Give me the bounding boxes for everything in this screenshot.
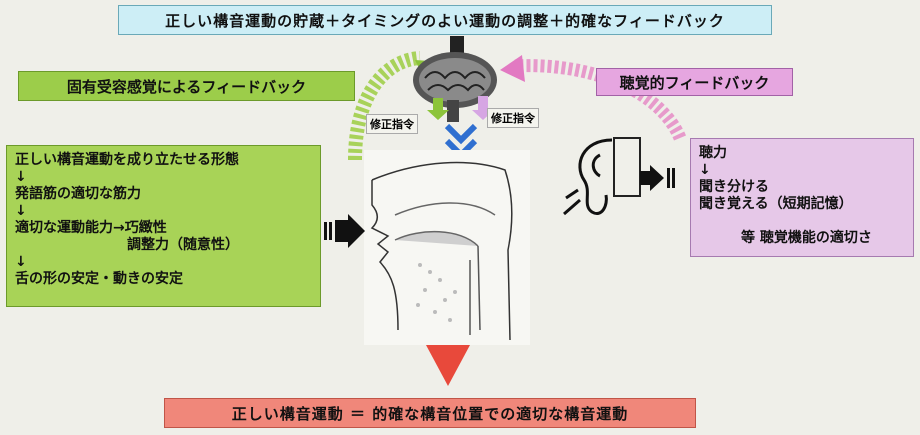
arrow-down-text: ↓	[15, 203, 27, 219]
condition-line: 適切な運動能力→巧緻性	[15, 220, 167, 236]
condition-line: 発語筋の適切な筋力	[15, 186, 141, 202]
hearing-line: 聞き分ける	[699, 179, 769, 195]
arrow-down-text: ↓	[15, 169, 27, 185]
articulation-conditions-box: 正しい構音運動を成り立たせる形態 ↓ 発語筋の適切な筋力 ↓ 適切な運動能力→巧…	[6, 145, 321, 307]
auditory-feedback-label: 聴覚的フィードバック	[596, 68, 793, 96]
hearing-line: 聴力	[699, 145, 727, 161]
brain-icon	[413, 36, 497, 122]
hearing-conditions-box: 聴力 ↓ 聞き分ける 聞き覚える（短期記憶） 等 聴覚機能の適切さ	[690, 138, 914, 257]
hearing-line: 聞き覚える（短期記憶）	[699, 196, 853, 212]
condition-line: 正しい構音運動を成り立たせる形態	[15, 152, 239, 168]
correction-command-right: 修正指令	[487, 108, 539, 128]
texture-dots	[416, 263, 457, 322]
vocal-tract-illustration	[364, 150, 530, 345]
conclusion-banner: 正しい構音運動 ＝ 的確な構音位置での適切な構音運動	[164, 398, 696, 428]
page-title: 正しい構音運動の貯蔵＋タイミングのよい運動の調整＋的確なフィードバック	[118, 5, 772, 35]
condition-line: 調整力（随意性）	[15, 237, 239, 253]
correction-command-left: 修正指令	[366, 114, 418, 134]
arrow-down-text: ↓	[699, 162, 711, 178]
arrow-down-text: ↓	[15, 254, 27, 270]
ear-icon	[563, 137, 641, 216]
hearing-line: 等 聴覚機能の適切さ	[699, 230, 872, 246]
right-input-arrow	[640, 165, 675, 191]
pink-arrowhead	[500, 55, 525, 82]
left-input-arrow	[324, 214, 365, 248]
green-down-arrow	[427, 98, 449, 120]
red-down-arrow	[426, 345, 470, 386]
proprioceptive-feedback-label: 固有受容感覚によるフィードバック	[18, 71, 355, 101]
condition-line: 舌の形の安定・動きの安定	[15, 271, 183, 287]
proprioceptive-arc	[348, 51, 421, 161]
